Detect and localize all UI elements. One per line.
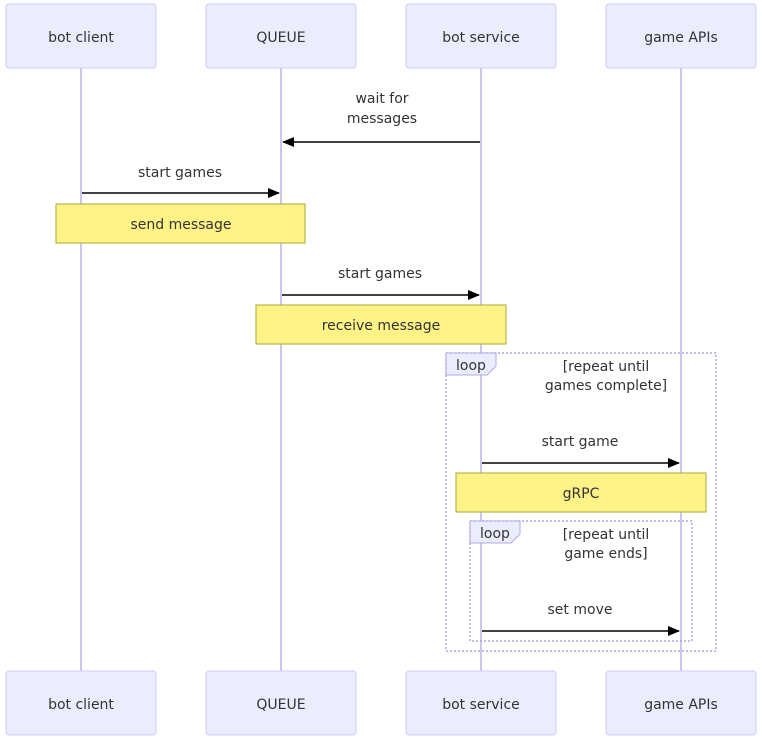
message-start-games-1: start games: [82, 165, 280, 198]
actor-label: bot service: [442, 697, 520, 713]
message-start-game: start game: [482, 434, 680, 468]
note-label: receive message: [322, 318, 441, 334]
actor-bottom-bot-service: bot service: [405, 670, 557, 736]
actor-label: bot client: [48, 697, 114, 713]
message-label: start games: [138, 165, 222, 181]
message-label: start game: [542, 434, 619, 450]
actor-top-bot-service: bot service: [405, 3, 557, 69]
note-receive-message: receive message: [255, 304, 507, 345]
message-label: set move: [548, 602, 613, 618]
loop-condition-line-2: game ends]: [564, 546, 647, 562]
actor-label: bot client: [48, 30, 114, 46]
message-label-line-1: wait for: [355, 91, 408, 107]
note-label: send message: [130, 217, 231, 233]
loop-condition-line-1: [repeat until: [563, 527, 650, 543]
message-label-line-2: messages: [347, 111, 417, 127]
message-set-move: set move: [482, 602, 680, 636]
loop-condition-line-2: games complete]: [545, 378, 667, 394]
loop-condition-line-1: [repeat until: [563, 359, 650, 375]
actor-bottom-bot-client: bot client: [5, 670, 157, 736]
message-label: start games: [338, 266, 422, 282]
actor-label: bot service: [442, 30, 520, 46]
note-grpc: gRPC: [455, 472, 707, 513]
loop-outer: loop [repeat until games complete]: [445, 352, 717, 652]
actor-top-queue: QUEUE: [205, 3, 357, 69]
actor-label: game APIs: [644, 697, 718, 713]
loop-tag: loop: [456, 358, 486, 374]
note-label: gRPC: [563, 486, 600, 502]
loop-tag: loop: [480, 526, 510, 542]
actor-top-bot-client: bot client: [5, 3, 157, 69]
actor-label: QUEUE: [256, 697, 305, 713]
actor-bottom-game-apis: game APIs: [605, 670, 757, 736]
actor-top-game-apis: game APIs: [605, 3, 757, 69]
loop-inner: loop [repeat until game ends]: [469, 520, 693, 642]
message-wait-for-messages: wait for messages: [282, 91, 480, 147]
actor-label: game APIs: [644, 30, 718, 46]
message-start-games-2: start games: [282, 266, 480, 300]
actor-label: QUEUE: [256, 30, 305, 46]
actor-bottom-queue: QUEUE: [205, 670, 357, 736]
note-send-message: send message: [55, 203, 306, 244]
